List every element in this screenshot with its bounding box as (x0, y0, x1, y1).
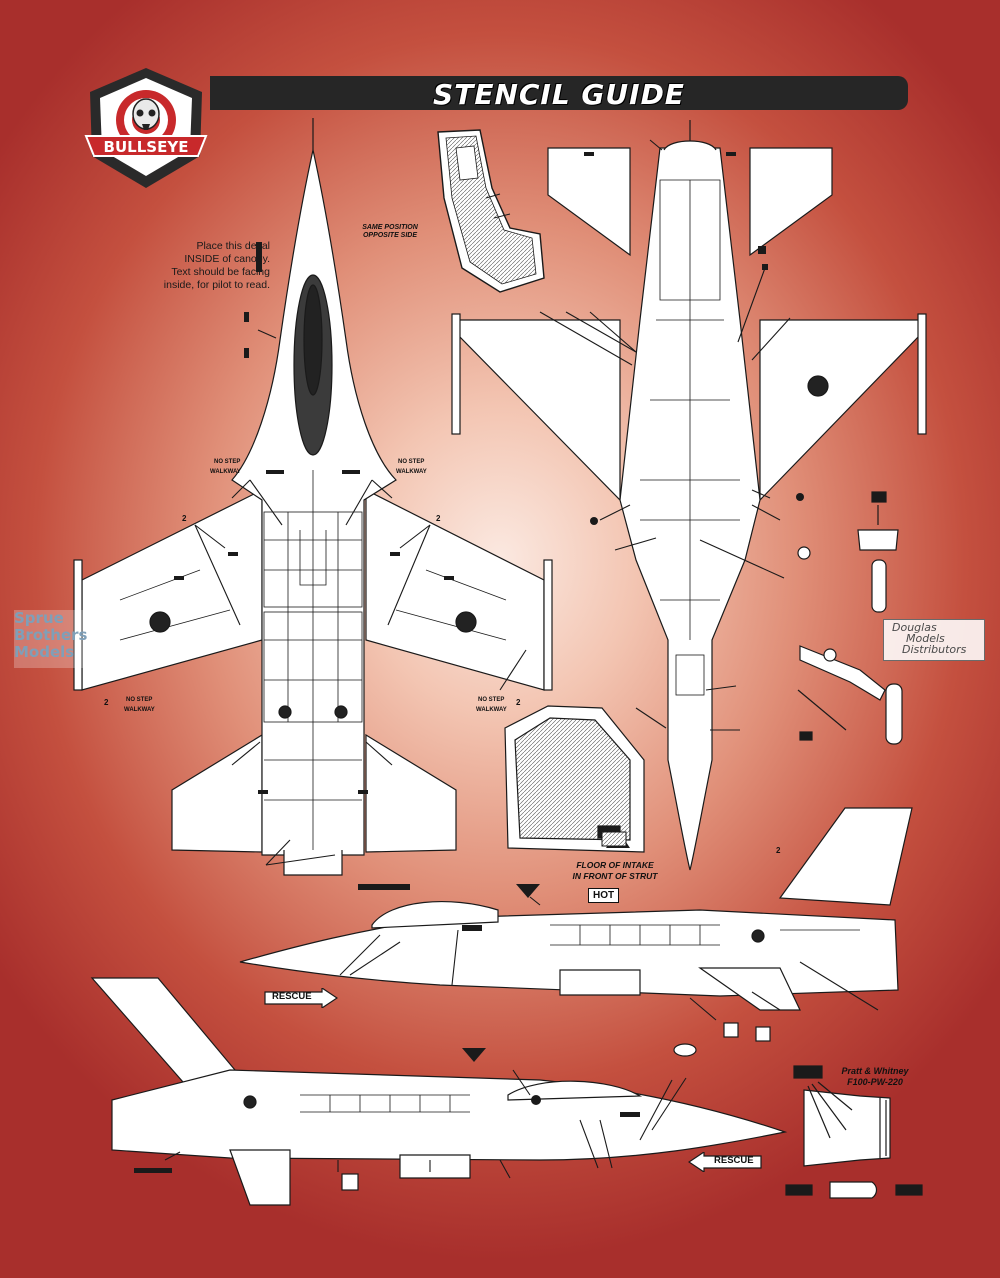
bullseye-logo: BULLSEYE (84, 68, 208, 188)
callout-number-2: 2 (104, 698, 109, 707)
seat-note-line: SAME POSITION (362, 224, 418, 231)
arrow-left-icon (688, 1152, 762, 1172)
bottom-view-leaders (539, 139, 791, 731)
watermark-line: Sprue (14, 609, 64, 627)
rescue-arrow-left: RESCUE (688, 1152, 762, 1172)
intake-note: FLOOR OF INTAKE IN FRONT OF STRUT (560, 860, 670, 882)
side-view-right-aircraft (90, 977, 788, 1206)
no-step-label: NO STEP (126, 697, 153, 703)
seat-note-line: OPPOSITE SIDE (362, 232, 418, 239)
canopy-note-line: inside, for pilot to read. (163, 279, 270, 291)
callout-number-2: 2 (516, 698, 521, 707)
nose-gear-detail (857, 491, 899, 613)
distributor-line: Douglas (892, 621, 937, 634)
distributor-line: Distributors (902, 643, 967, 656)
title-bar: STENCIL GUIDE (210, 76, 908, 111)
watermark-line: Models (14, 643, 75, 661)
bottom-view-aircraft (451, 120, 927, 871)
side-view-left-marks (358, 884, 540, 931)
arrow-right-icon (264, 988, 338, 1008)
side-view-right-leaders (164, 1069, 687, 1179)
douglas-models-watermark: Douglas Models Distributors (883, 619, 985, 661)
canopy-note: Place this decal INSIDE of canopy. Text … (118, 240, 270, 292)
logo-brand-text: BULLSEYE (104, 138, 189, 156)
walkway-label: WALKWAY (476, 707, 507, 713)
no-step-label: NO STEP (214, 459, 241, 465)
walkway-label: WALKWAY (396, 469, 427, 475)
rescue-arrow-right: RESCUE (264, 988, 338, 1008)
engine-maker: Pratt & Whitney (841, 1066, 909, 1076)
cockpit-detail (504, 705, 645, 853)
intake-note-line: FLOOR OF INTAKE (576, 860, 654, 870)
engine-label: Pratt & Whitney F100-PW-220 (830, 1066, 920, 1088)
callout-number-2: 2 (182, 514, 187, 523)
intake-note-line: IN FRONT OF STRUT (572, 871, 658, 881)
side-view-right-marks (134, 1048, 640, 1173)
top-view-aircraft (73, 118, 553, 876)
canopy-note-line: Text should be facing (171, 266, 270, 278)
no-step-label: NO STEP (478, 697, 505, 703)
canopy-note-line: Place this decal (196, 240, 270, 252)
side-view-left-leaders (339, 896, 879, 1021)
distributor-line: Models (906, 632, 945, 645)
engine-nozzle-detail (785, 1065, 923, 1199)
walkway-label: WALKWAY (124, 707, 155, 713)
ejection-seat-icon (437, 129, 545, 293)
callout-number-2: 2 (776, 846, 781, 855)
callout-number-2: 2 (436, 514, 441, 523)
main-gear-detail (797, 645, 903, 745)
engine-model: F100-PW-220 (847, 1077, 903, 1087)
top-view-stencil-marks (174, 242, 454, 794)
page-title: STENCIL GUIDE (433, 78, 685, 111)
top-view-leaders (194, 329, 527, 866)
rescue-label: RESCUE (714, 1155, 754, 1166)
seat-position-note: SAME POSITION OPPOSITE SIDE (350, 224, 430, 240)
walkway-label: WALKWAY (210, 469, 241, 475)
canopy-note-line: INSIDE of canopy. (184, 253, 270, 265)
side-view-left-aircraft (239, 807, 913, 1011)
sprue-brothers-watermark: Sprue Brothers Models (14, 610, 116, 668)
watermark-line: Brothers (14, 626, 88, 644)
bottom-view-stencil-marks (584, 152, 804, 525)
hot-label: HOT (588, 888, 620, 903)
no-step-label: NO STEP (398, 459, 425, 465)
rescue-label: RESCUE (272, 991, 312, 1002)
